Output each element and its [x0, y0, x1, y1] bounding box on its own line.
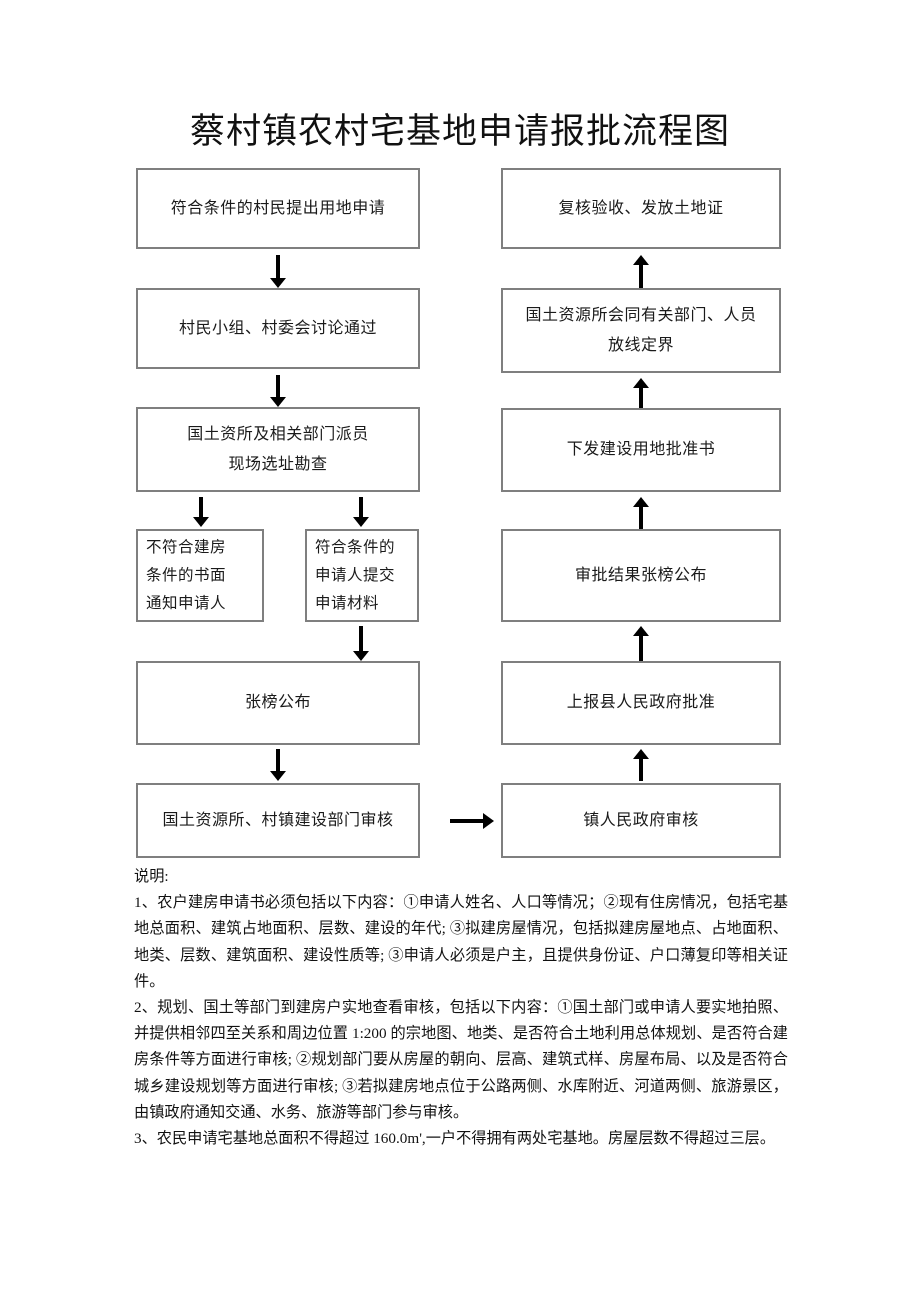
arrow-county-gov-approval-to-result-public-notice	[633, 626, 649, 661]
arrow-public-notice-to-dept-review	[270, 749, 286, 781]
note-item-3: 3、农民申请宅基地总面积不得超过 160.0m',一户不得拥有两处宅基地。房屋层…	[134, 1130, 776, 1148]
flow-box-recheck-issue-cert-line-1: 复核验收、发放土地证	[558, 199, 724, 217]
flow-box-boundary-marking-line-2: 放线定界	[607, 336, 674, 354]
flow-box-site-survey: 国土资所及相关部门派员 现场选址勘查	[136, 407, 420, 492]
flow-box-town-gov-review: 镇人民政府审核	[501, 783, 781, 858]
arrow-village-discuss-to-site-survey	[270, 375, 286, 407]
flow-box-village-discuss-line-1: 村民小组、村委会讨论通过	[178, 319, 377, 337]
flow-box-submit-materials-line-3: 申请材料	[315, 594, 380, 612]
page-title: 蔡村镇农村宅基地申请报批流程图	[189, 112, 730, 151]
flow-box-reject-notice-line-1: 不符合建房	[146, 538, 227, 556]
arrow-dept-review-to-town-gov-review	[450, 813, 494, 829]
arrow-town-gov-review-to-county-gov-approval	[633, 749, 649, 781]
flow-box-apply-line-1: 符合条件的村民提出用地申请	[170, 199, 386, 217]
flow-box-apply: 符合条件的村民提出用地申请	[136, 168, 420, 249]
flow-box-submit-materials-line-1: 符合条件的	[315, 538, 396, 556]
arrow-submit-materials-to-public-notice	[353, 626, 369, 661]
arrow-apply-to-village-discuss	[270, 255, 286, 288]
flow-box-site-survey-line-2: 现场选址勘查	[228, 455, 328, 473]
flow-box-public-notice-line-1: 张榜公布	[244, 694, 311, 711]
flow-box-reject-notice: 不符合建房 条件的书面 通知申请人	[136, 529, 264, 622]
flow-box-town-gov-review-line-1: 镇人民政府审核	[583, 811, 699, 829]
flow-box-recheck-issue-cert: 复核验收、发放土地证	[501, 168, 781, 249]
flow-box-dept-review-line-1: 国土资源所、村镇建设部门审核	[162, 811, 394, 829]
flow-box-site-survey-line-1: 国土资所及相关部门派员	[187, 425, 369, 443]
note-item-2: 2、规划、国土等部门到建房户实地查看审核，包括以下内容：①国土部门或申请人要实地…	[134, 999, 788, 1121]
notes-section: 说明: 1、农户建房申请书必须包括以下内容：①申请人姓名、人口等情况；②现有住房…	[134, 864, 788, 1152]
flow-box-boundary-marking: 国土资源所会同有关部门、人员 放线定界	[501, 288, 781, 373]
flow-box-result-public-notice-line-1: 审批结果张榜公布	[574, 566, 707, 584]
flow-box-submit-materials-line-2: 申请人提交	[315, 566, 396, 584]
arrow-boundary-marking-to-recheck-issue-cert	[633, 255, 649, 288]
flow-box-reject-notice-line-3: 通知申请人	[146, 594, 227, 612]
note-item-1: 1、农户建房申请书必须包括以下内容：①申请人姓名、人口等情况；②现有住房情况，包…	[134, 894, 788, 990]
flow-box-submit-materials: 符合条件的 申请人提交 申请材料	[305, 529, 419, 622]
notes-heading: 说明:	[134, 868, 169, 885]
flow-box-county-gov-approval-line-1: 上报县人民政府批准	[566, 694, 716, 711]
arrow-result-public-notice-to-approval-doc	[633, 497, 649, 529]
flow-box-county-gov-approval: 上报县人民政府批准	[501, 661, 781, 745]
flow-box-result-public-notice: 审批结果张榜公布	[501, 529, 781, 622]
flow-box-public-notice: 张榜公布	[136, 661, 420, 745]
flow-box-village-discuss: 村民小组、村委会讨论通过	[136, 288, 420, 369]
arrow-site-survey-to-reject-notice	[193, 497, 209, 527]
flow-box-boundary-marking-line-1: 国土资源所会同有关部门、人员	[525, 306, 757, 324]
flow-box-approval-doc: 下发建设用地批准书	[501, 408, 781, 492]
arrow-site-survey-to-submit-materials	[353, 497, 369, 527]
flow-box-approval-doc-line-1: 下发建设用地批准书	[566, 441, 716, 458]
flow-box-dept-review: 国土资源所、村镇建设部门审核	[136, 783, 420, 858]
flow-box-reject-notice-line-2: 条件的书面	[146, 566, 227, 584]
arrow-approval-doc-to-boundary-marking	[633, 378, 649, 408]
